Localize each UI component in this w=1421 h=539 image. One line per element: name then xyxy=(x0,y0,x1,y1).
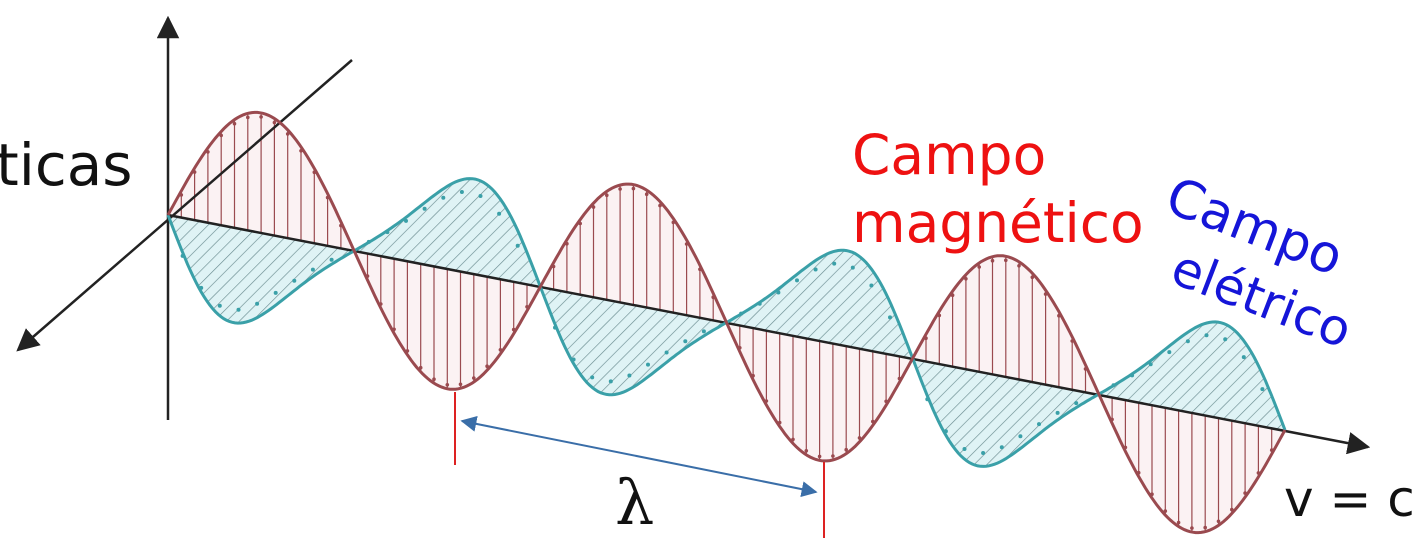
wavelength-arrow xyxy=(460,415,818,498)
electric-field-dot xyxy=(701,329,706,334)
electric-field-dot xyxy=(757,301,762,306)
electric-field-dot xyxy=(292,278,297,283)
electric-field-dot xyxy=(1111,383,1116,388)
electric-field-dot xyxy=(515,243,520,248)
electric-field-dot xyxy=(832,261,837,266)
electric-field-dot xyxy=(1148,362,1153,367)
electric-field-dot xyxy=(1018,434,1023,439)
electric-field-dot xyxy=(981,451,986,455)
electric-field-dot xyxy=(385,230,390,235)
electric-field-dot xyxy=(813,267,818,272)
magnetic-field-vector-tip xyxy=(472,376,476,380)
electric-field-dot xyxy=(590,375,595,380)
magnetic-field-vector-tip xyxy=(458,382,463,387)
electric-field-dot xyxy=(478,194,483,198)
electric-field-dot xyxy=(255,301,260,306)
electric-field-dot xyxy=(683,339,688,344)
electric-field-dot xyxy=(422,206,427,211)
magnetic-field-vector-tip xyxy=(1216,519,1221,524)
magnetic-field-vector-tip xyxy=(631,186,636,191)
electric-field-dot xyxy=(366,239,371,244)
magnetic-field-vector-tip xyxy=(844,447,848,452)
electric-field-dot xyxy=(943,429,948,434)
electric-field-dot xyxy=(1055,410,1060,415)
electric-field-dot xyxy=(497,211,502,216)
electric-field-dot xyxy=(553,325,557,330)
magnetic-field-vector-tip xyxy=(977,265,981,269)
electric-field-dot xyxy=(664,350,669,355)
electric-field-dot xyxy=(962,447,967,451)
electric-field-dot xyxy=(888,315,892,320)
magnetic-field-wave xyxy=(166,110,1287,535)
wavelength-symbol: λ xyxy=(615,466,655,539)
electric-field-dot xyxy=(925,397,930,402)
cropped-title-fragment: ticas xyxy=(0,131,133,199)
magnetic-field-vector-tip xyxy=(817,454,822,459)
electric-field-dot xyxy=(236,307,241,312)
magnetic-field-label-line2: magnético xyxy=(852,191,1144,255)
magnetic-field-vector-tip xyxy=(605,193,609,198)
electric-field-dot xyxy=(1167,350,1172,355)
magnetic-field-vector-tip xyxy=(445,383,450,387)
electric-field-dot xyxy=(1241,355,1246,360)
electric-field-dot xyxy=(199,285,204,290)
magnetic-field-vector-tip xyxy=(990,258,995,263)
magnetic-field-vector-tip xyxy=(1004,258,1008,263)
depth-axis xyxy=(16,59,353,352)
electric-field-dot xyxy=(869,283,874,288)
electric-field-dots xyxy=(180,190,1265,455)
electric-field-dot xyxy=(310,267,315,272)
magnetic-field-vector-tip xyxy=(259,115,263,119)
electric-field-dot xyxy=(180,253,185,258)
magnetic-field-vector-tip xyxy=(1203,525,1207,530)
electric-field-dot xyxy=(273,290,278,295)
magnetic-field-vector-tip xyxy=(232,121,237,126)
magnetic-field-vector-tip xyxy=(1176,520,1181,525)
magnetic-field-vector-tip xyxy=(618,187,622,191)
magnetic-field-vector-tip xyxy=(432,377,436,382)
electric-field-dot xyxy=(795,278,799,283)
electric-field-dot xyxy=(1130,373,1135,378)
electric-field-dot xyxy=(646,362,650,367)
electric-field-dot xyxy=(627,373,632,378)
electric-field-dot xyxy=(441,195,446,200)
electric-field-dot xyxy=(1185,339,1190,344)
magnetic-field-vector-tip xyxy=(272,120,277,125)
electric-field-dot xyxy=(850,265,855,270)
magnetic-field-label-line1: Campo xyxy=(852,123,1047,187)
speed-label: v = c xyxy=(1284,470,1415,528)
magnetic-field-vector-tip xyxy=(644,192,649,196)
electric-field-dot xyxy=(217,303,222,308)
electric-field-dot xyxy=(739,311,744,316)
magnetic-field-fill xyxy=(168,112,1285,533)
electric-field-dot xyxy=(1260,387,1265,392)
magnetic-field-vector-tip xyxy=(1017,264,1021,268)
electric-field-dot xyxy=(404,218,408,223)
magnetic-field-vector-tip xyxy=(804,449,809,453)
magnetic-field-vector-lines xyxy=(179,112,1274,533)
electric-field-dot xyxy=(1204,333,1209,338)
electric-field-dot xyxy=(608,379,613,384)
electric-field-dot xyxy=(1223,337,1228,342)
magnetic-field-vector-tip xyxy=(246,115,250,120)
electric-field-dot xyxy=(459,190,464,194)
magnetic-field-vector-tip xyxy=(1190,526,1194,530)
electric-field-dot xyxy=(1037,422,1041,427)
electric-field-dot xyxy=(1074,401,1079,406)
electric-field-dot xyxy=(776,290,781,295)
magnetic-field-vector-tip xyxy=(831,454,835,458)
propagation-axis xyxy=(167,213,1371,455)
electric-field-dot xyxy=(999,445,1004,450)
electric-field-dot xyxy=(571,357,576,362)
electric-field-dot xyxy=(329,257,334,262)
